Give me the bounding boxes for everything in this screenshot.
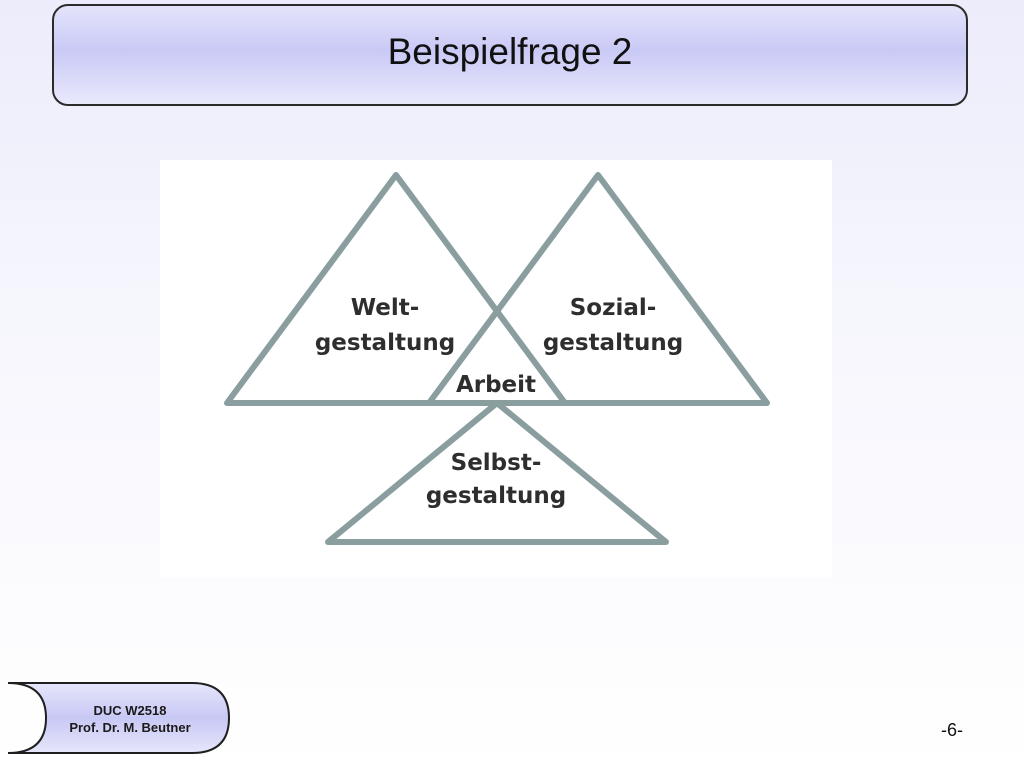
- label-sozial-line1: Sozial-: [570, 295, 657, 321]
- triangle-sozial: [426, 172, 770, 406]
- page-number: -6-: [941, 720, 963, 740]
- slide-title: Beispielfrage 2: [387, 31, 633, 72]
- triangle-welt: [224, 172, 568, 406]
- triangle-selbst: [325, 400, 669, 545]
- footer-course: DUC W2518: [93, 703, 167, 718]
- footer-tab: DUC W2518 Prof. Dr. M. Beutner: [0, 680, 232, 756]
- footer-tab-shape: [7, 682, 231, 754]
- label-center-arbeit: Arbeit: [456, 372, 536, 398]
- footer-author: Prof. Dr. M. Beutner: [69, 720, 191, 735]
- label-welt-line1: Welt-: [351, 295, 420, 321]
- gestaltung-triangle-diagram: Welt- gestaltung Sozial- gestaltung Arbe…: [160, 160, 832, 578]
- diagram-background: [160, 160, 832, 578]
- label-sozial-line2: gestaltung: [543, 330, 683, 356]
- label-welt-line2: gestaltung: [315, 330, 455, 356]
- label-selbst-line1: Selbst-: [451, 450, 542, 476]
- slide-title-box: Beispielfrage 2: [52, 4, 968, 106]
- footer-text: DUC W2518 Prof. Dr. M. Beutner: [40, 702, 220, 736]
- label-selbst-line2: gestaltung: [426, 483, 566, 509]
